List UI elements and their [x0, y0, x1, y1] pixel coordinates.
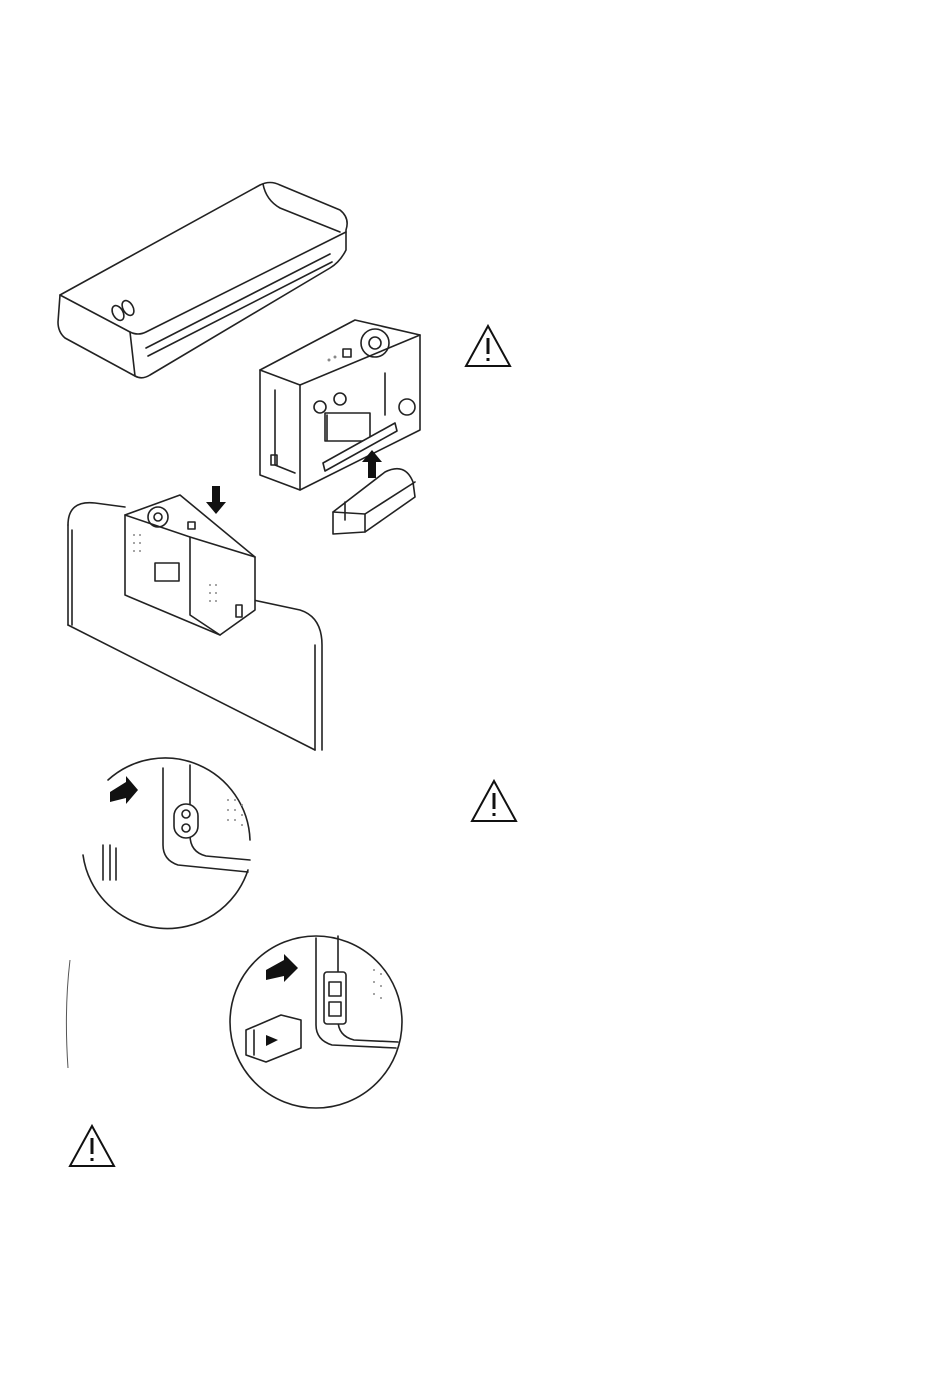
warning-triangle-icon — [464, 324, 512, 368]
hose-connector-detail-icon — [78, 760, 258, 940]
cpr-connector-detail-icon — [226, 930, 406, 1110]
arrow-down-icon — [206, 486, 226, 514]
faint-edge-line — [62, 960, 74, 1070]
warning-triangle-icon — [470, 779, 518, 823]
control-unit-on-bed-icon — [60, 485, 330, 755]
warning-triangle-icon — [68, 1124, 116, 1168]
mounting-bracket-icon — [325, 462, 445, 542]
